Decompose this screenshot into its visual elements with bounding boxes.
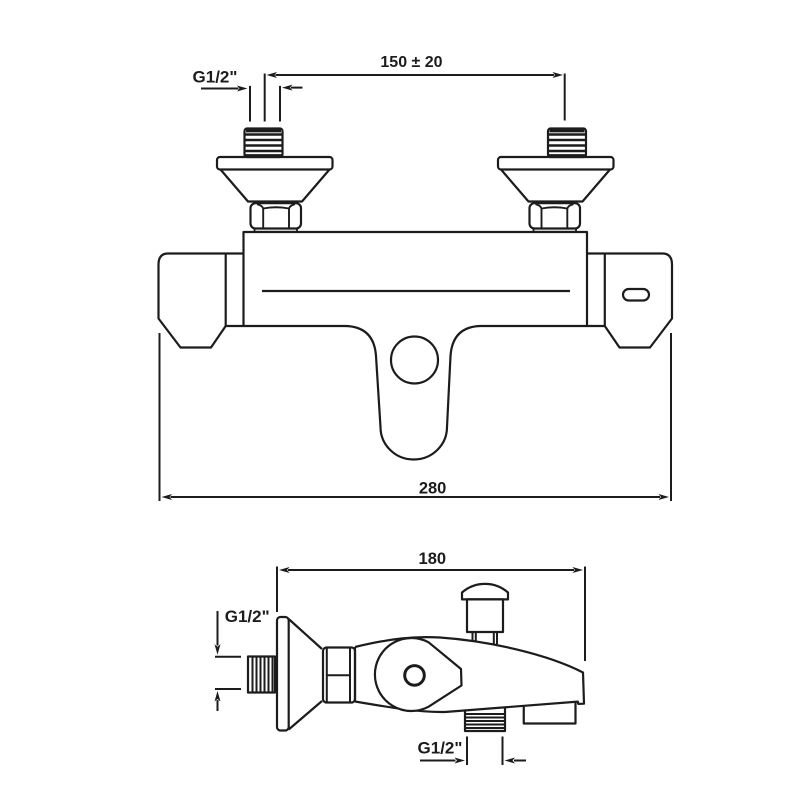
svg-text:280: 280 xyxy=(419,479,447,497)
svg-text:150 ± 20: 150 ± 20 xyxy=(380,54,442,71)
svg-text:G1/2": G1/2" xyxy=(193,68,238,87)
svg-text:G1/2": G1/2" xyxy=(418,739,463,758)
svg-text:180: 180 xyxy=(419,550,447,568)
svg-text:G1/2": G1/2" xyxy=(225,607,270,626)
